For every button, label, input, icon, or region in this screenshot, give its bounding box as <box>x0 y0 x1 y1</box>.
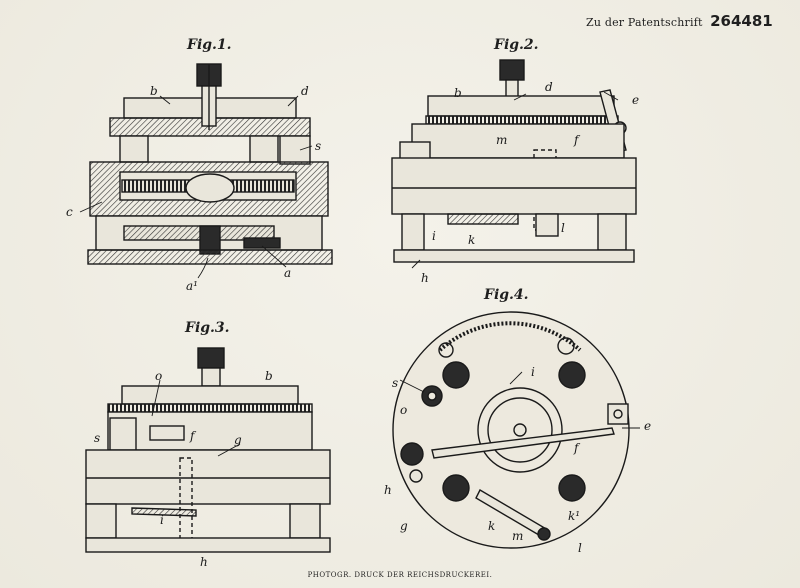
fig3-label-s: s <box>94 431 100 445</box>
fig1-label-s: s <box>315 139 321 153</box>
fig4-label-f: f <box>573 441 581 455</box>
fig3-drawing <box>85 347 331 553</box>
fig1-label-a1: a¹ <box>186 279 198 293</box>
printer-credit: PHOTOGR. DRUCK DER REICHSDRUCKEREI. <box>307 571 493 579</box>
fig1-label-b: b <box>150 84 158 98</box>
fig2-labels: b d e m f i k l h <box>421 80 639 285</box>
fig3-label-g: g <box>234 433 242 447</box>
fig4-label-o: o <box>400 403 407 417</box>
fig1-label-d: d <box>301 84 309 98</box>
fig1-title: Fig.1. <box>187 37 232 53</box>
patent-header: Zu der Patentschrift 264481 <box>586 12 773 30</box>
fig2-label-b: b <box>454 86 462 100</box>
fig2-label-l: l <box>561 221 565 235</box>
fig3-label-i: i <box>160 513 164 527</box>
fig2-label-m: m <box>496 133 507 147</box>
fig1-label-a: a <box>284 266 291 280</box>
fig4-label-k: k <box>488 519 495 533</box>
fig3-label-b: b <box>265 369 273 383</box>
fig2-label-i: i <box>432 229 436 243</box>
fig2-drawing <box>391 59 637 269</box>
fig4-title: Fig.4. <box>484 287 529 303</box>
patent-header-prefix: Zu der Patentschrift <box>586 16 703 29</box>
patent-number: 264481 <box>710 12 773 30</box>
fig4-label-s: s <box>392 376 398 390</box>
fig2-label-f: f <box>573 133 581 147</box>
fig2-label-k: k <box>468 233 475 247</box>
fig1-label-c: c <box>66 205 73 219</box>
fig3-title: Fig.3. <box>185 320 230 336</box>
fig4-label-g: g <box>400 519 408 533</box>
fig4-label-e: e <box>644 419 651 433</box>
fig4-label-m: m <box>512 529 523 543</box>
fig3-labels: o b s f g i h <box>94 369 273 569</box>
fig2-label-e: e <box>632 93 639 107</box>
fig1-labels: b d s c a a¹ <box>66 84 321 293</box>
fig4-labels: s i o e f h g k m k¹ l <box>384 365 651 555</box>
fig3-label-f: f <box>189 429 197 443</box>
fig1-drawing <box>79 63 333 279</box>
fig2-label-d: d <box>545 80 553 94</box>
fig4-drawing <box>392 311 640 549</box>
fig4-label-i: i <box>531 365 535 379</box>
fig4-label-h: h <box>384 483 392 497</box>
fig4-label-k1: k¹ <box>568 509 580 523</box>
fig3-label-h: h <box>200 555 208 569</box>
fig2-label-h: h <box>421 271 429 285</box>
fig4-label-l: l <box>578 541 582 555</box>
fig2-title: Fig.2. <box>494 37 539 53</box>
fig3-label-o: o <box>155 369 162 383</box>
